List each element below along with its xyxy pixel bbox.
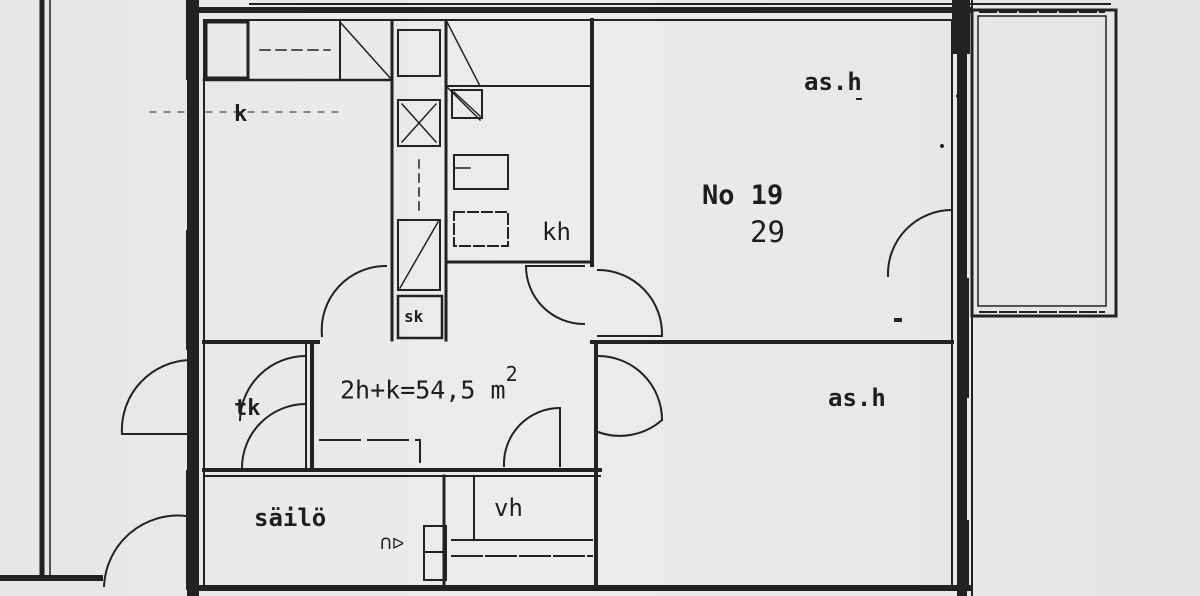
door-storage	[102, 514, 188, 588]
outlet-symbol: ᑎᐅ	[380, 534, 405, 553]
room-label-sauna: sk	[404, 307, 424, 326]
wall-hatch-4	[957, 520, 969, 590]
room-label-bedroom-bottom: as.h	[828, 384, 886, 412]
apartment-area: 29	[750, 215, 785, 249]
room-label-closet: tk	[234, 396, 261, 421]
wall-hatch-2	[186, 470, 198, 590]
wall-hatch-3	[957, 278, 969, 398]
door-closet	[238, 354, 308, 422]
balcony-inner	[977, 15, 1107, 307]
door-bedroom-bottom	[596, 354, 664, 422]
door-entrance	[120, 358, 192, 436]
room-label-bedroom-top: as.h	[804, 68, 862, 96]
wall-hatch-6	[952, 0, 970, 54]
balcony-outline	[970, 8, 1118, 318]
door-bedroom-hall	[596, 268, 664, 338]
door-closet-2	[240, 402, 308, 470]
door-bathroom	[524, 264, 586, 326]
apartment-summary: 2h+k=54,5 m2	[340, 364, 518, 405]
cabinet-diagonal	[338, 20, 394, 82]
toilet-box	[451, 89, 483, 119]
oven-box	[397, 29, 441, 77]
sauna-box	[396, 294, 444, 340]
door-kitchen	[320, 264, 388, 338]
room-label-kitchen: k	[234, 102, 248, 127]
door-wardrobe	[502, 406, 562, 468]
wall-hatch-1	[186, 230, 198, 350]
washbasin	[453, 154, 509, 190]
room-label-bathroom: kh	[542, 218, 571, 246]
fridge-box	[204, 20, 250, 80]
stove-box	[397, 99, 441, 147]
room-label-storage: säilö	[254, 504, 327, 532]
sink-box	[397, 219, 441, 291]
shower-box	[453, 211, 509, 247]
room-label-wardrobe: vh	[494, 494, 523, 522]
apartment-number: No 19	[702, 180, 784, 211]
summary-text: 2h+k=54,5 m	[340, 375, 506, 405]
summary-superscript: 2	[505, 362, 518, 386]
door-bedroom-top	[886, 208, 954, 278]
wall-hatch-5	[186, 0, 198, 80]
